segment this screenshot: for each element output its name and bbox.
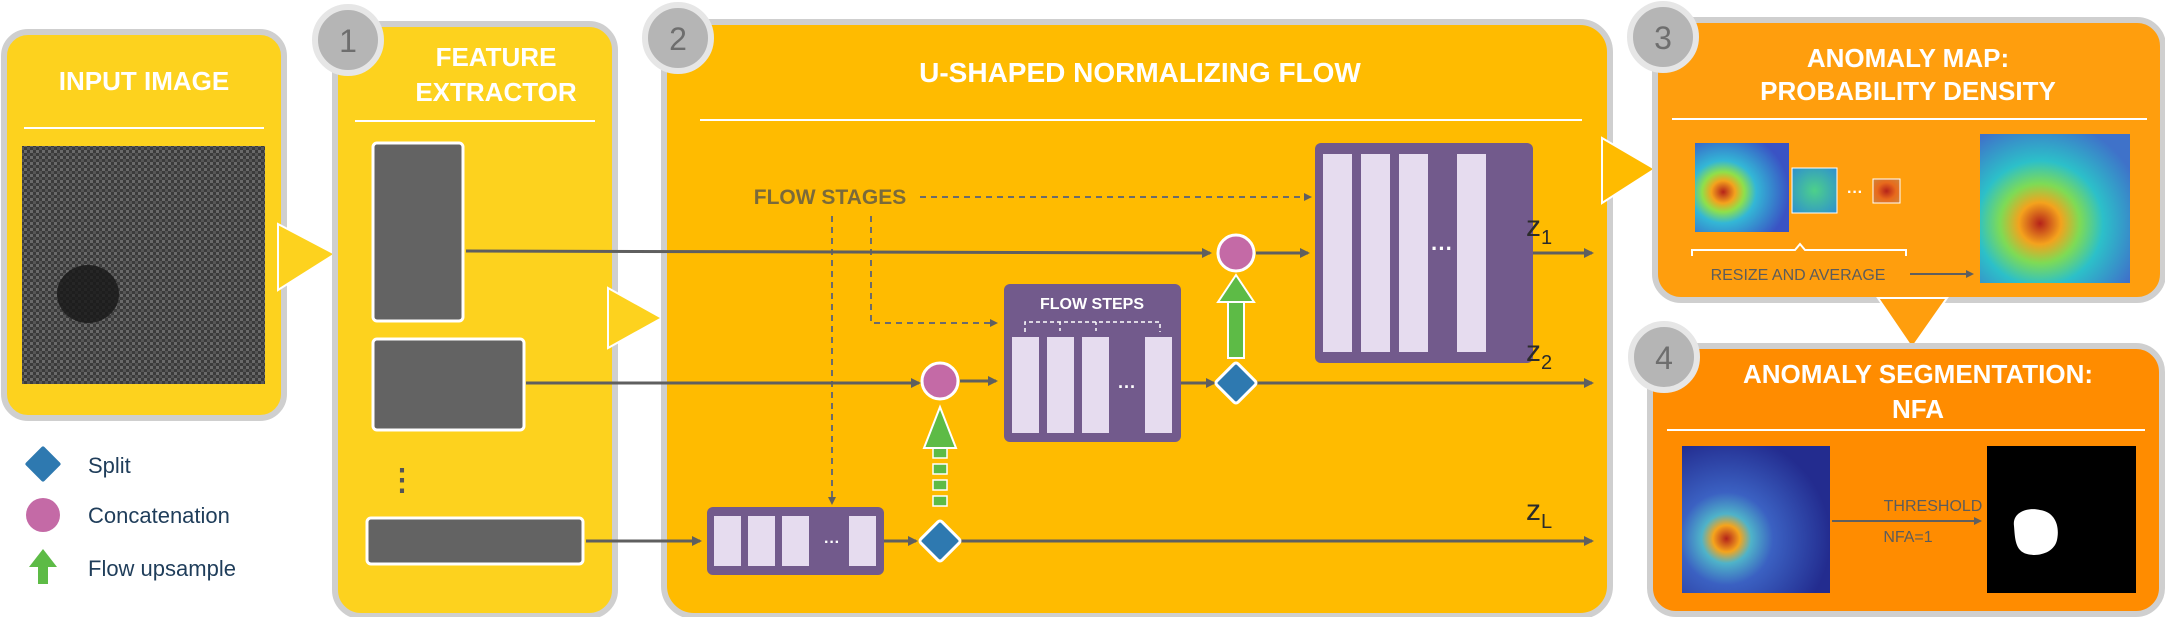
threshold-label: THRESHOLD	[1884, 498, 1983, 515]
segmented-anomaly	[2013, 509, 2058, 555]
flow-step-bar	[1012, 337, 1039, 433]
upsample-arrow-dashed	[922, 404, 958, 507]
flow-stage-1-ellipsis: ···	[1431, 236, 1453, 261]
probability-map-1	[1695, 143, 1789, 232]
probability-map-L	[1872, 178, 1901, 204]
legend-upsample-label: Flow upsample	[88, 556, 236, 581]
arrow-triangle-3	[1601, 136, 1657, 205]
badge-1: 1	[312, 4, 384, 76]
extractor-dots: ⋮	[387, 464, 417, 497]
upsample-arrow-solid	[1216, 273, 1256, 359]
diamond-icon	[23, 444, 63, 484]
flow-arrows	[884, 248, 1594, 546]
flow-step-bar	[1323, 154, 1352, 352]
badge-2-label: 2	[669, 21, 687, 57]
arrow-triangle-2	[607, 286, 665, 350]
flow-steps-label: FLOW STEPS	[1040, 296, 1144, 313]
output-z1: z1	[1526, 210, 1552, 249]
legend-concat-label: Concatenation	[88, 503, 230, 528]
flow-step-bar	[1399, 154, 1428, 352]
flow-panel-title: U-SHAPED NORMALIZING FLOW	[919, 57, 1361, 88]
nfa-equals-label: NFA=1	[1883, 529, 1932, 546]
concat-node-2	[920, 361, 960, 401]
badge-4-label: 4	[1655, 340, 1673, 376]
input-image	[22, 146, 265, 384]
extractor-title-line2: EXTRACTOR	[415, 77, 577, 107]
input-panel-title: INPUT IMAGE	[59, 66, 229, 96]
legend: Split Concatenation Flow upsample	[23, 444, 236, 584]
segmentation-title-line2: NFA	[1892, 394, 1944, 424]
flow-step-bar	[1082, 337, 1109, 433]
flow-step-bar	[714, 516, 741, 566]
arrow-triangle-4	[1876, 297, 1949, 350]
flow-stage-2-ellipsis: ···	[1118, 377, 1136, 397]
feature-map-1	[371, 141, 465, 323]
output-z2: z2	[1526, 335, 1552, 374]
badge-2: 2	[642, 2, 714, 74]
anomaly-map-ellipsis: ···	[1847, 184, 1863, 201]
input-defect	[57, 265, 119, 323]
segmentation-title-line1: ANOMALY SEGMENTATION:	[1743, 359, 2093, 389]
segmentation-mask	[1987, 446, 2136, 593]
badge-3: 3	[1627, 1, 1699, 73]
badge-1-label: 1	[339, 23, 357, 59]
flow-step-bar	[1145, 337, 1172, 433]
anomaly-map-title-line1: ANOMALY MAP:	[1807, 43, 2009, 73]
legend-split-label: Split	[88, 453, 131, 478]
flow-step-bar	[1361, 154, 1390, 352]
nfa-map	[1682, 446, 1830, 593]
concat-node-1	[1216, 233, 1256, 273]
resize-bracket	[1691, 242, 1907, 256]
anomaly-map-title-line2: PROBABILITY DENSITY	[1760, 76, 2056, 106]
resize-average-label: RESIZE AND AVERAGE	[1711, 267, 1886, 284]
flow-step-bar	[782, 516, 809, 566]
flow-step-bar	[849, 516, 876, 566]
flow-steps-bracket	[1024, 321, 1161, 332]
badge-4: 4	[1628, 321, 1700, 393]
averaged-anomaly-map	[1980, 134, 2130, 283]
probability-map-2	[1791, 167, 1838, 214]
extractor-title-line1: FEATURE	[436, 42, 557, 72]
arrow-up-icon	[29, 549, 57, 584]
circle-icon	[26, 498, 60, 532]
arrow-triangle-1	[277, 222, 337, 292]
output-zL: zL	[1526, 494, 1552, 533]
feature-map-L	[365, 516, 585, 566]
badge-3-label: 3	[1654, 20, 1672, 56]
split-node-2	[1214, 361, 1258, 405]
feature-map-2	[371, 337, 526, 432]
flow-step-bar	[748, 516, 775, 566]
flow-stages-label: FLOW STAGES	[754, 186, 906, 209]
feature-arrows	[465, 247, 1212, 546]
flow-step-bar	[1047, 337, 1074, 433]
flow-stage-L-ellipsis: ···	[824, 534, 840, 551]
flow-step-bar	[1457, 154, 1486, 352]
split-node-L	[918, 519, 962, 563]
